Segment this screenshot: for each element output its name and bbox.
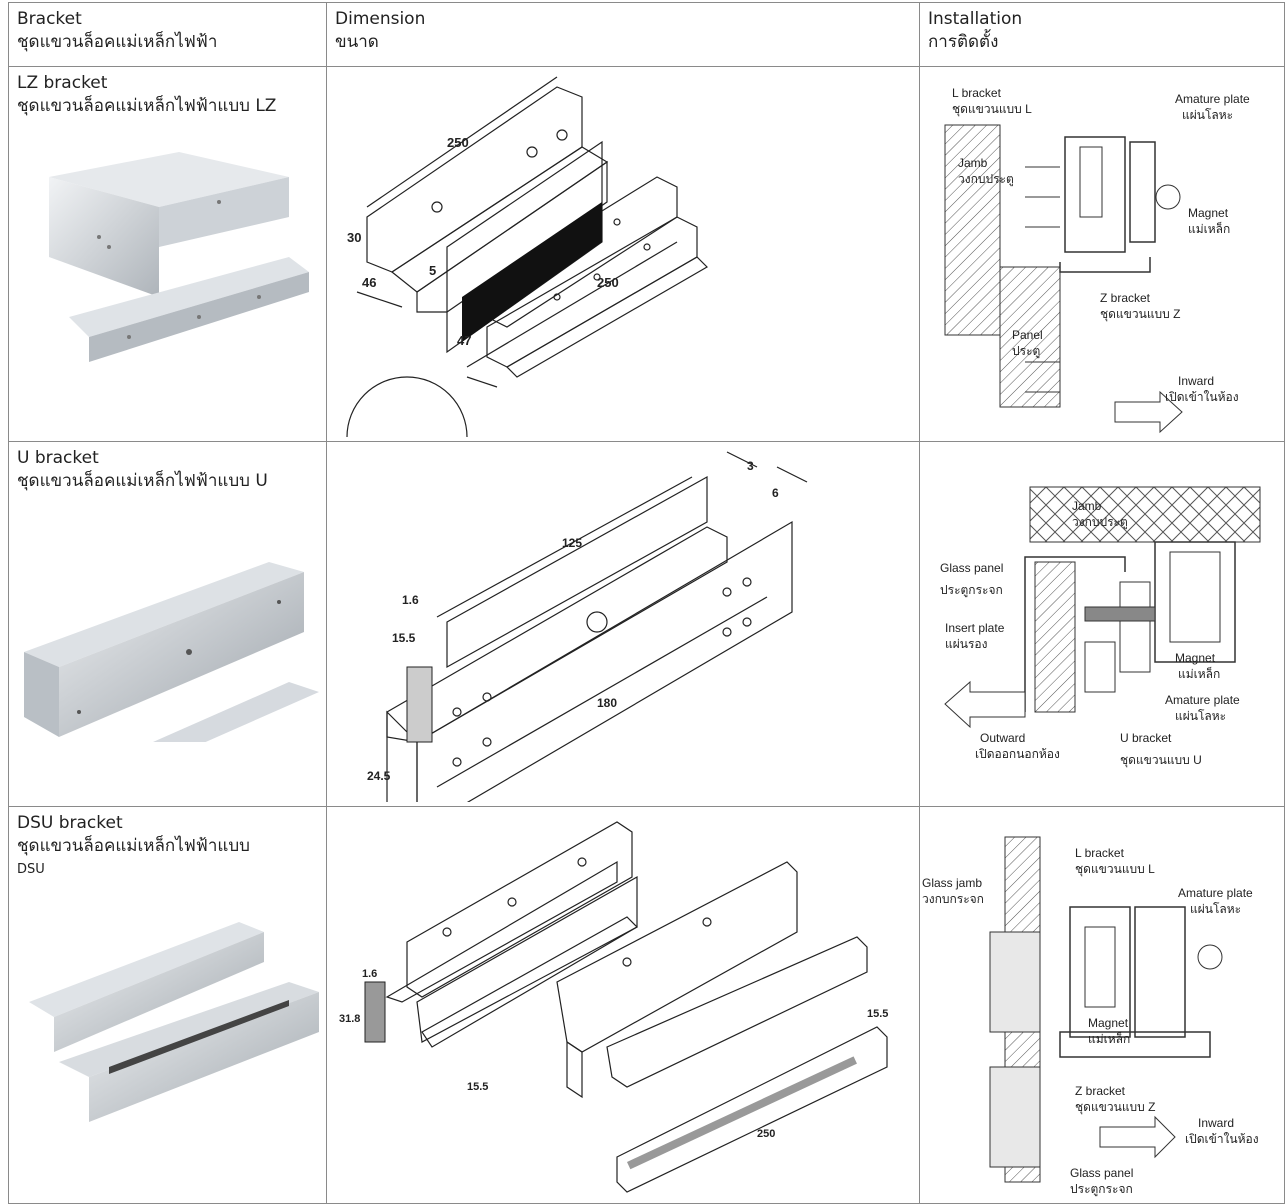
u-dim-1-6: 1.6 (402, 593, 419, 607)
dsu-bracket-cell: DSU bracket ชุดแขวนล็อคแม่เหล็กไฟฟ้าแบบ … (8, 806, 327, 1204)
dsu-label-glass-panel: Glass panel (1070, 1166, 1133, 1180)
lz-label-direction: Inward (1178, 374, 1214, 388)
header-bracket-th: ชุดแขวนล็อคแม่เหล็กไฟฟ้า (17, 32, 218, 52)
dsu-label-amature: Amature plate (1178, 886, 1253, 900)
lz-dim-46: 46 (362, 275, 376, 290)
u-label-amature-th: แผ่นโลหะ (1175, 709, 1226, 723)
u-label-insert-plate: Insert plate (945, 621, 1005, 635)
lz-label-z-bracket-th: ชุดแขวนแบบ Z (1100, 307, 1180, 322)
lz-installation-cell: L bracket ชุดแขวนแบบ L Amature plate แผ่… (919, 66, 1285, 442)
dsu-label-amature-th: แผ่นโลหะ (1190, 902, 1241, 916)
lz-label-z-bracket: Z bracket (1100, 291, 1151, 305)
lz-bracket-photo (49, 152, 309, 362)
u-dim-24-5: 24.5 (367, 769, 391, 783)
dsu-label-direction-th: เปิดเข้าในห้อง (1185, 1132, 1259, 1146)
u-bracket-photo (24, 562, 319, 742)
lz-label-jamb-th: วงกบประตู (958, 172, 1014, 187)
dsu-label-glass-jamb-th: วงกบกระจก (922, 892, 984, 906)
u-installation-cell: Jamb วงกบประตู Glass panel ประตูกระจก In… (919, 441, 1285, 807)
row-lz-bracket: LZ bracket ชุดแขวนล็อคแม่เหล็กไฟฟ้าแบบ L… (8, 66, 1285, 442)
dsu-dim-15-5-right: 15.5 (867, 1008, 888, 1020)
u-label-u-bracket: U bracket (1120, 731, 1172, 745)
lz-label-panel-th: ประตู (1012, 344, 1040, 359)
dsu-label-glass-jamb: Glass jamb (922, 876, 982, 890)
u-dim-180: 180 (597, 696, 617, 710)
u-label-magnet-th: แม่เหล็ก (1178, 666, 1220, 681)
lz-label-magnet: Magnet (1188, 206, 1229, 220)
lz-bracket-name-th: ชุดแขวนล็อคแม่เหล็กไฟฟ้าแบบ LZ (17, 96, 277, 116)
lz-dim-47: 47 (457, 333, 471, 348)
dsu-label-l-bracket: L bracket (1075, 846, 1125, 860)
dsu-label-l-bracket-th: ชุดแขวนแบบ L (1075, 862, 1155, 877)
u-dim-3: 3 (747, 459, 754, 473)
dsu-label-direction: Inward (1198, 1116, 1234, 1130)
u-label-u-bracket-th: ชุดแขวนแบบ U (1120, 753, 1202, 768)
header-row: Bracket ชุดแขวนล็อคแม่เหล็กไฟฟ้า Dimensi… (8, 2, 1285, 67)
u-label-insert-plate-th: แผ่นรอง (945, 637, 987, 651)
lz-dimension-drawing: 250 250 30 46 5 47 (346, 76, 708, 441)
u-label-amature: Amature plate (1165, 693, 1240, 707)
dsu-label-z-bracket: Z bracket (1075, 1084, 1126, 1098)
header-installation-en: Installation (928, 9, 1023, 29)
lz-label-l-bracket: L bracket (952, 86, 1002, 100)
lz-dim-250-top: 250 (447, 135, 469, 150)
dsu-bracket-photo (29, 922, 319, 1122)
u-label-magnet: Magnet (1175, 651, 1216, 665)
lz-dim-5: 5 (429, 263, 436, 278)
u-installation-drawing: Jamb วงกบประตู Glass panel ประตูกระจก In… (940, 486, 1261, 768)
u-label-jamb: Jamb (1072, 499, 1102, 513)
bracket-spec-table: Bracket ชุดแขวนล็อคแม่เหล็กไฟฟ้า Dimensi… (8, 2, 1285, 1204)
dsu-dim-1-6: 1.6 (362, 968, 377, 980)
u-dim-15-5: 15.5 (392, 631, 416, 645)
u-label-direction: Outward (980, 731, 1025, 745)
lz-label-l-bracket-th: ชุดแขวนแบบ L (952, 102, 1032, 117)
u-dimension-cell: 3 6 125 1.6 15.5 180 24.5 (326, 441, 920, 807)
u-label-jamb-th: วงกบประตู (1072, 515, 1128, 530)
header-dimension-en: Dimension (335, 9, 426, 29)
dsu-label-magnet: Magnet (1088, 1016, 1129, 1030)
row-u-bracket: U bracket ชุดแขวนล็อคแม่เหล็กไฟฟ้าแบบ U (8, 441, 1285, 807)
dsu-bracket-name-th: ชุดแขวนล็อคแม่เหล็กไฟฟ้าแบบ (17, 836, 250, 856)
dsu-label-glass-panel-th: ประตูกระจก (1070, 1182, 1133, 1197)
u-bracket-name-th: ชุดแขวนล็อคแม่เหล็กไฟฟ้าแบบ U (17, 471, 268, 491)
dsu-bracket-name-th2: DSU (17, 862, 45, 877)
header-bracket: Bracket ชุดแขวนล็อคแม่เหล็กไฟฟ้า (8, 2, 327, 67)
lz-bracket-name: LZ bracket (17, 73, 108, 93)
header-dimension: Dimension ขนาด (326, 2, 920, 67)
lz-label-jamb: Jamb (958, 156, 988, 170)
dsu-dimension-cell: 1.6 31.8 15.5 15.5 250 (326, 806, 920, 1204)
lz-installation-drawing: L bracket ชุดแขวนแบบ L Amature plate แผ่… (944, 86, 1250, 434)
lz-label-panel: Panel (1012, 328, 1043, 342)
dsu-dim-15-5-left: 15.5 (467, 1081, 488, 1093)
lz-label-magnet-th: แม่เหล็ก (1188, 221, 1230, 236)
dsu-bracket-name: DSU bracket (17, 813, 123, 833)
lz-label-direction-th: เปิดเข้าในห้อง (1165, 390, 1239, 404)
u-bracket-cell: U bracket ชุดแขวนล็อคแม่เหล็กไฟฟ้าแบบ U (8, 441, 327, 807)
u-label-glass-panel-th: ประตูกระจก (940, 583, 1003, 598)
lz-dim-30: 30 (347, 230, 361, 245)
u-dim-125: 125 (562, 536, 582, 550)
u-bracket-name: U bracket (17, 448, 99, 468)
header-installation: Installation การติดตั้ง (919, 2, 1285, 67)
dsu-label-z-bracket-th: ชุดแขวนแบบ Z (1075, 1100, 1155, 1115)
header-installation-th: การติดตั้ง (928, 32, 999, 52)
header-bracket-en: Bracket (17, 9, 82, 29)
lz-label-amature: Amature plate (1175, 92, 1250, 106)
u-dimension-drawing: 3 6 125 1.6 15.5 180 24.5 (367, 451, 808, 806)
dsu-label-magnet-th: แม่เหล็ก (1088, 1031, 1130, 1046)
dsu-installation-drawing: L bracket ชุดแขวนแบบ L Glass jamb วงกบกร… (922, 836, 1259, 1197)
lz-dim-250-bottom: 250 (597, 275, 619, 290)
row-dsu-bracket: DSU bracket ชุดแขวนล็อคแม่เหล็กไฟฟ้าแบบ … (8, 806, 1285, 1204)
u-label-glass-panel: Glass panel (940, 561, 1003, 575)
header-dimension-th: ขนาด (335, 32, 379, 52)
lz-label-amature-th: แผ่นโลหะ (1182, 108, 1233, 122)
lz-bracket-cell: LZ bracket ชุดแขวนล็อคแม่เหล็กไฟฟ้าแบบ L… (8, 66, 327, 442)
dsu-dimension-drawing: 1.6 31.8 15.5 15.5 250 (339, 821, 888, 1193)
dsu-dim-250: 250 (757, 1128, 775, 1140)
u-label-direction-th: เปิดออกนอกห้อง (975, 747, 1060, 761)
dsu-installation-cell: L bracket ชุดแขวนแบบ L Glass jamb วงกบกร… (919, 806, 1285, 1204)
lz-dimension-cell: 250 250 30 46 5 47 (326, 66, 920, 442)
u-dim-6: 6 (772, 486, 779, 500)
dsu-dim-31-8: 31.8 (339, 1013, 360, 1025)
